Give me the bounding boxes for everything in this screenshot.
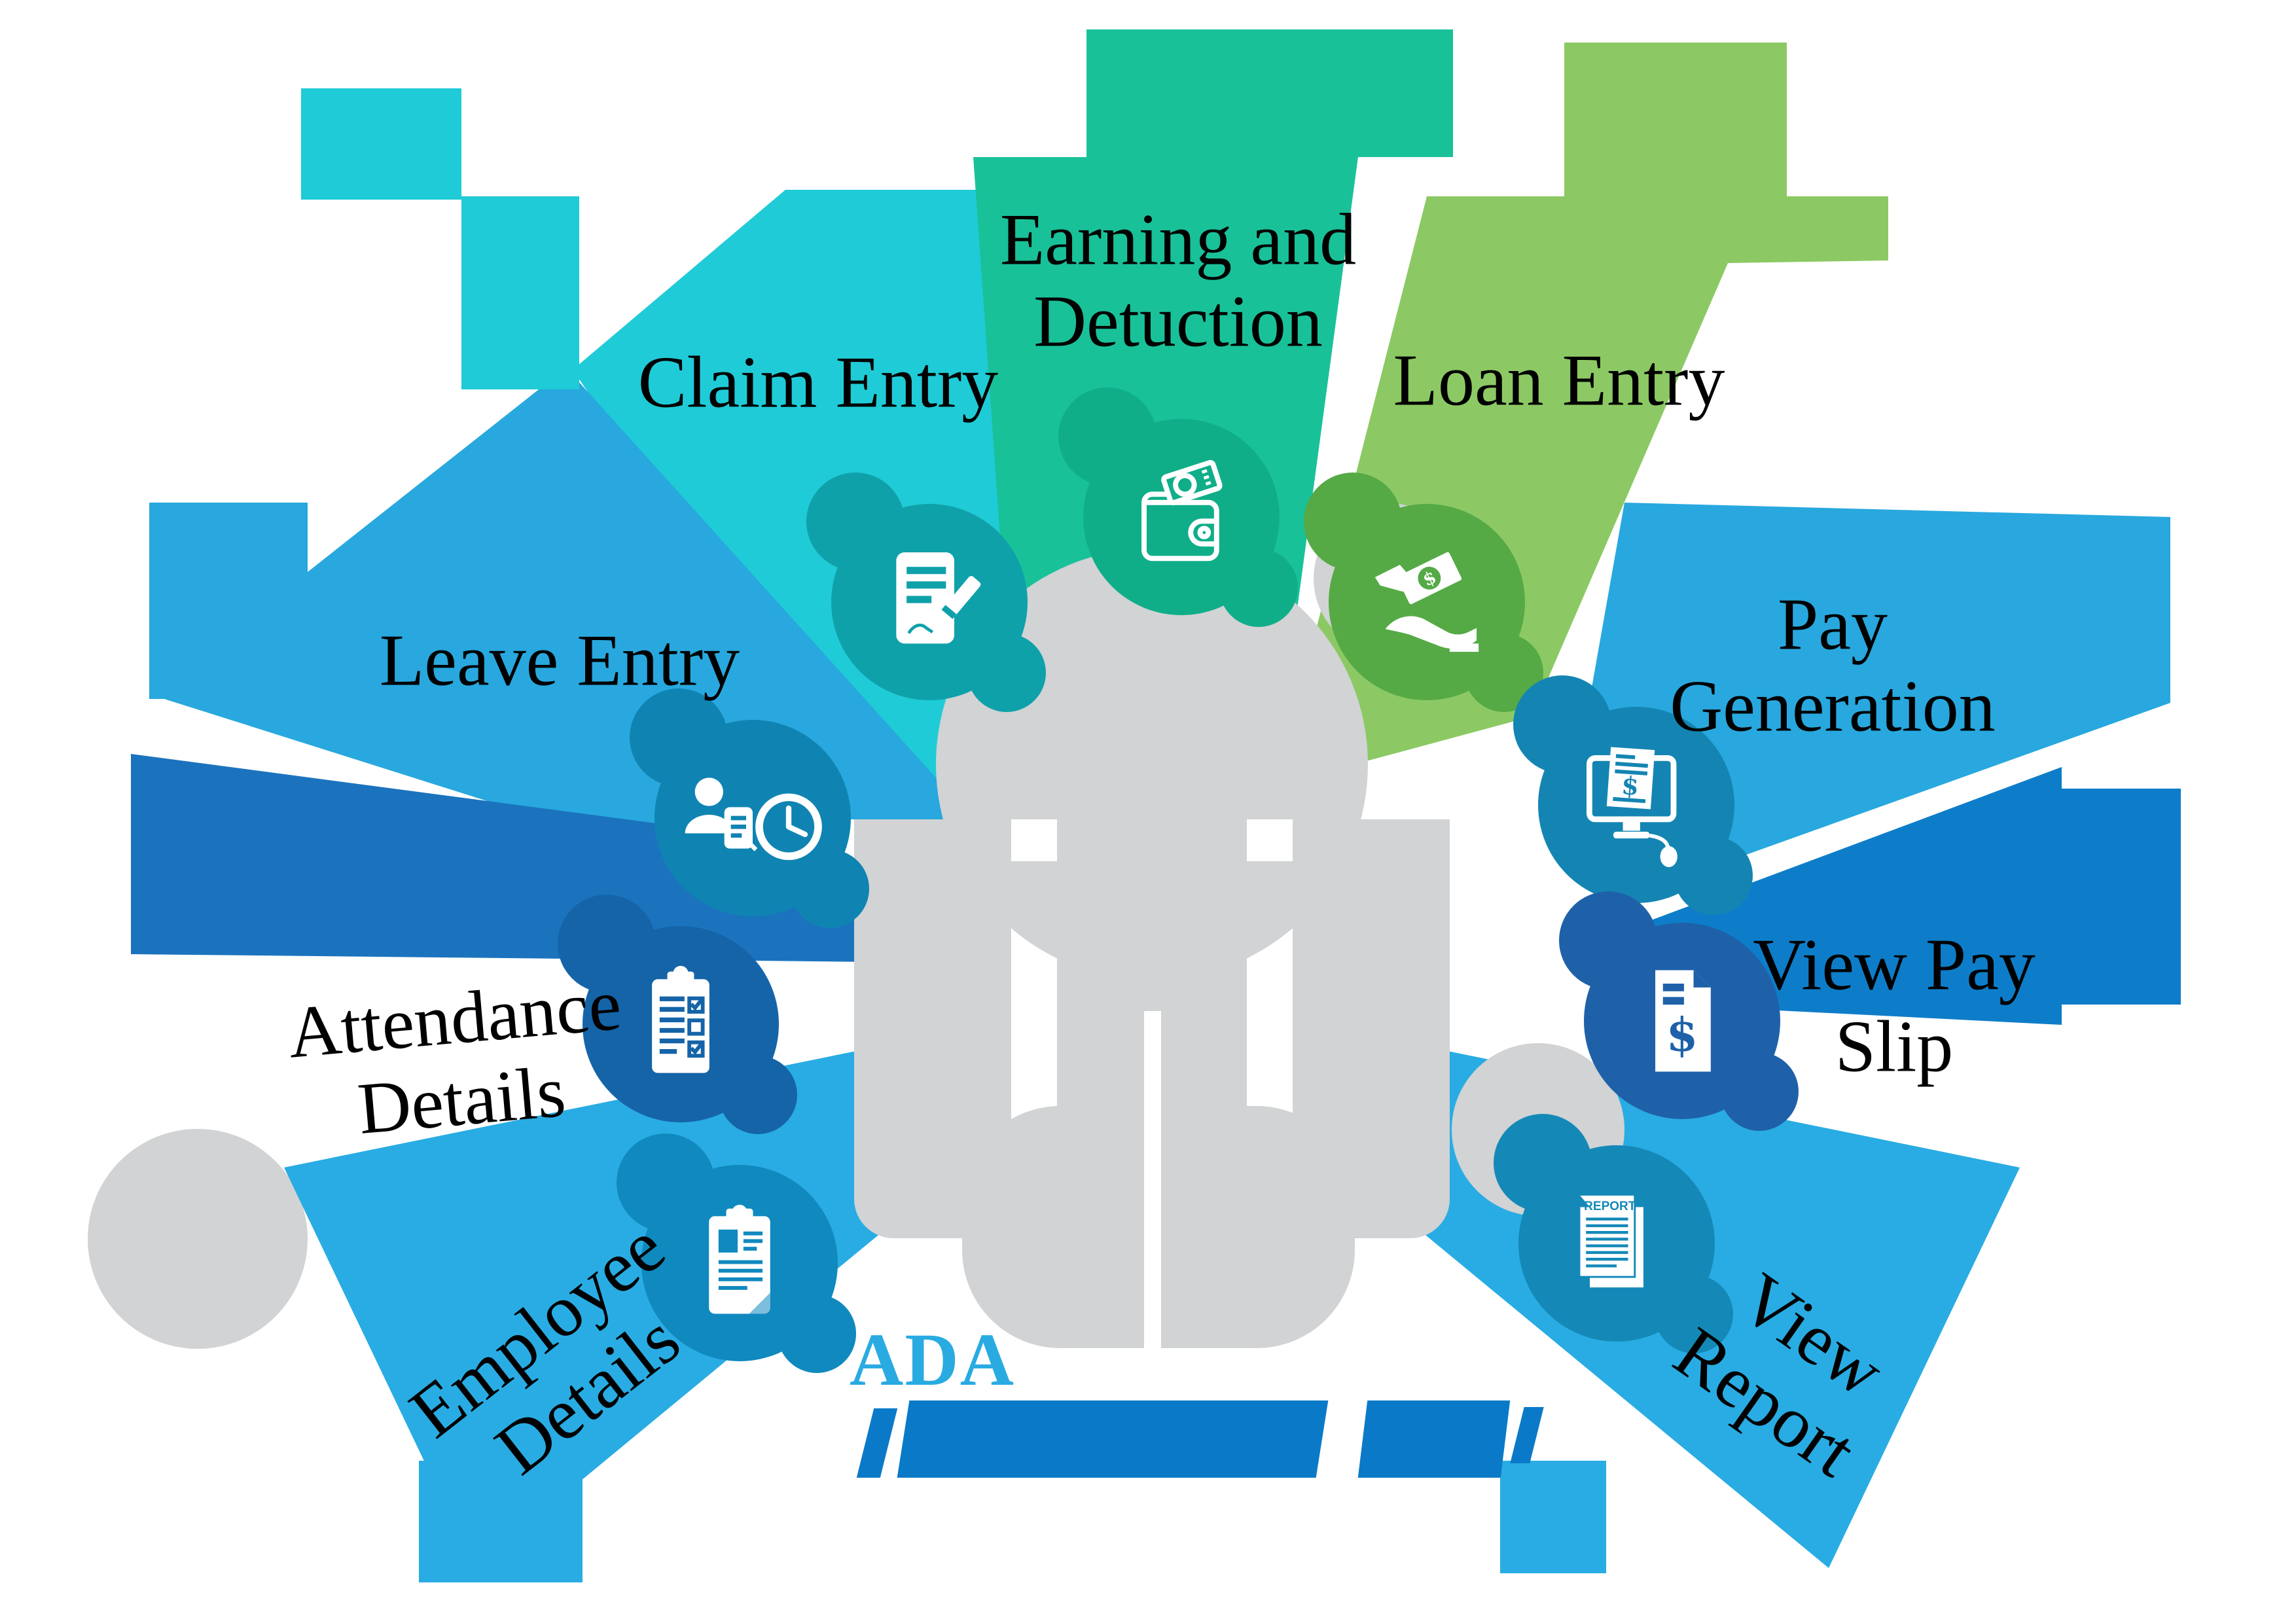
attendance-details-blob: [558, 895, 797, 1134]
dollar-document-icon: $: [1584, 923, 1780, 1119]
view-pay-slip-blob: $: [1559, 891, 1799, 1131]
stub-loan: [1564, 43, 1787, 196]
hand-money-icon: $: [1329, 504, 1525, 700]
stub-view-pay-slip: [2062, 789, 2181, 1005]
person-checklist-clock-icon: [655, 720, 851, 916]
svg-text:REPORT: REPORT: [1584, 1200, 1636, 1213]
logo-text-fragment: ADA: [850, 1318, 1015, 1401]
stub-employee: [419, 1461, 583, 1582]
claim-entry-blob: [806, 473, 1046, 712]
loan-entry-blob: $: [1304, 473, 1543, 712]
clipboard-checklist-icon: [583, 926, 779, 1122]
label-claim-entry: Claim Entry: [637, 342, 999, 423]
clipboard-document-icon: [641, 1165, 838, 1361]
gray-cloud-bottom-left: [88, 1129, 308, 1349]
stub-claim-1: [301, 88, 461, 200]
svg-text:$: $: [1666, 1007, 1698, 1061]
pay-generation-blob: $: [1513, 675, 1753, 915]
leave-entry-blob: [630, 688, 869, 928]
stub-earning: [1086, 29, 1453, 157]
watermark-white-slit: [1144, 1011, 1161, 1358]
svg-text:$: $: [1621, 770, 1640, 801]
logo-band-fragment-1: [856, 1408, 898, 1478]
stub-leave: [149, 503, 308, 699]
earning-and-detuction-blob: [1058, 387, 1298, 627]
report-pages-icon: REPORT: [1518, 1145, 1715, 1342]
label-leave-entry: Leave Entry: [379, 620, 740, 702]
label-loan-entry: Loan Entry: [1393, 340, 1725, 421]
stub-claim-2: [461, 196, 579, 389]
logo-band-fragment-2: [897, 1400, 1329, 1478]
wallet-banknote-icon: [1083, 419, 1280, 615]
document-pen-icon: [831, 504, 1028, 700]
stub-view-report: [1500, 1461, 1606, 1573]
view-report-blob: REPORT: [1494, 1114, 1733, 1353]
logo-band-fragment-4: [1510, 1407, 1544, 1463]
employee-details-blob: [617, 1133, 856, 1373]
monitor-dollar-mouse-icon: $: [1538, 707, 1734, 903]
logo-band-fragment-3: [1357, 1400, 1511, 1478]
